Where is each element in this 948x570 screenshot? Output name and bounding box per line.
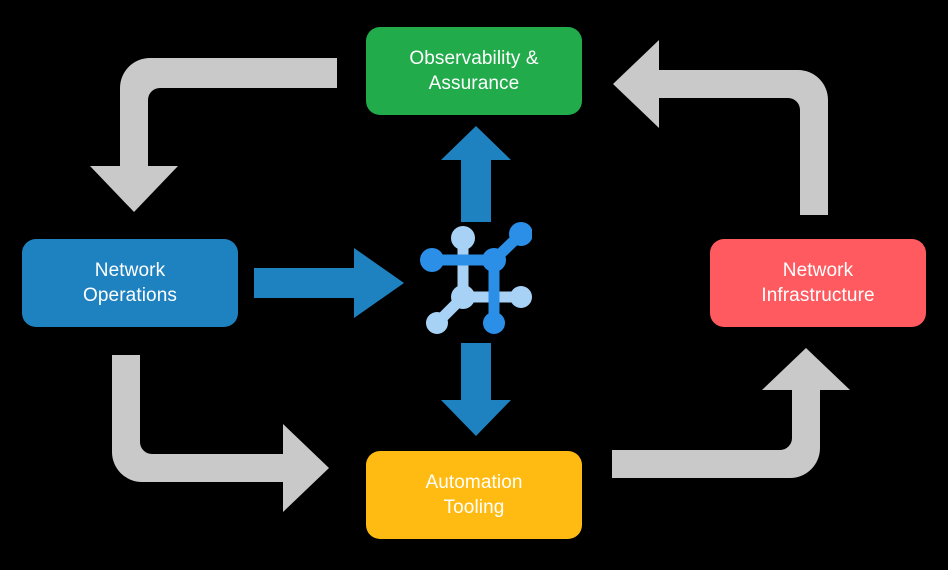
elbow-arrow-observability-to-ops xyxy=(90,58,337,212)
node-network-operations[interactable]: Network Operations xyxy=(22,239,238,327)
node-label-automation-tooling: Automation Tooling xyxy=(425,471,523,518)
node-automation-tooling[interactable]: Automation Tooling xyxy=(366,451,582,539)
node-label-network-infrastructure: Network Infrastructure xyxy=(761,259,875,306)
node-observability-assurance[interactable]: Observability & Assurance xyxy=(366,27,582,115)
arrow-center-to-observability xyxy=(441,126,511,222)
elbow-arrow-ops-to-automation xyxy=(112,355,329,512)
network-topology-icon xyxy=(420,222,532,334)
topology-nodes-primary xyxy=(420,222,532,334)
elbow-arrow-automation-to-infrastructure xyxy=(612,348,850,478)
node-label-observability-assurance: Observability & Assurance xyxy=(409,47,539,94)
topology-nodes-secondary xyxy=(426,226,532,334)
arrow-center-to-automation xyxy=(441,343,511,436)
node-label-network-operations: Network Operations xyxy=(83,259,177,306)
arrow-ops-to-center xyxy=(254,248,404,318)
elbow-arrow-infrastructure-to-observability xyxy=(613,40,828,215)
node-network-infrastructure[interactable]: Network Infrastructure xyxy=(710,239,926,327)
